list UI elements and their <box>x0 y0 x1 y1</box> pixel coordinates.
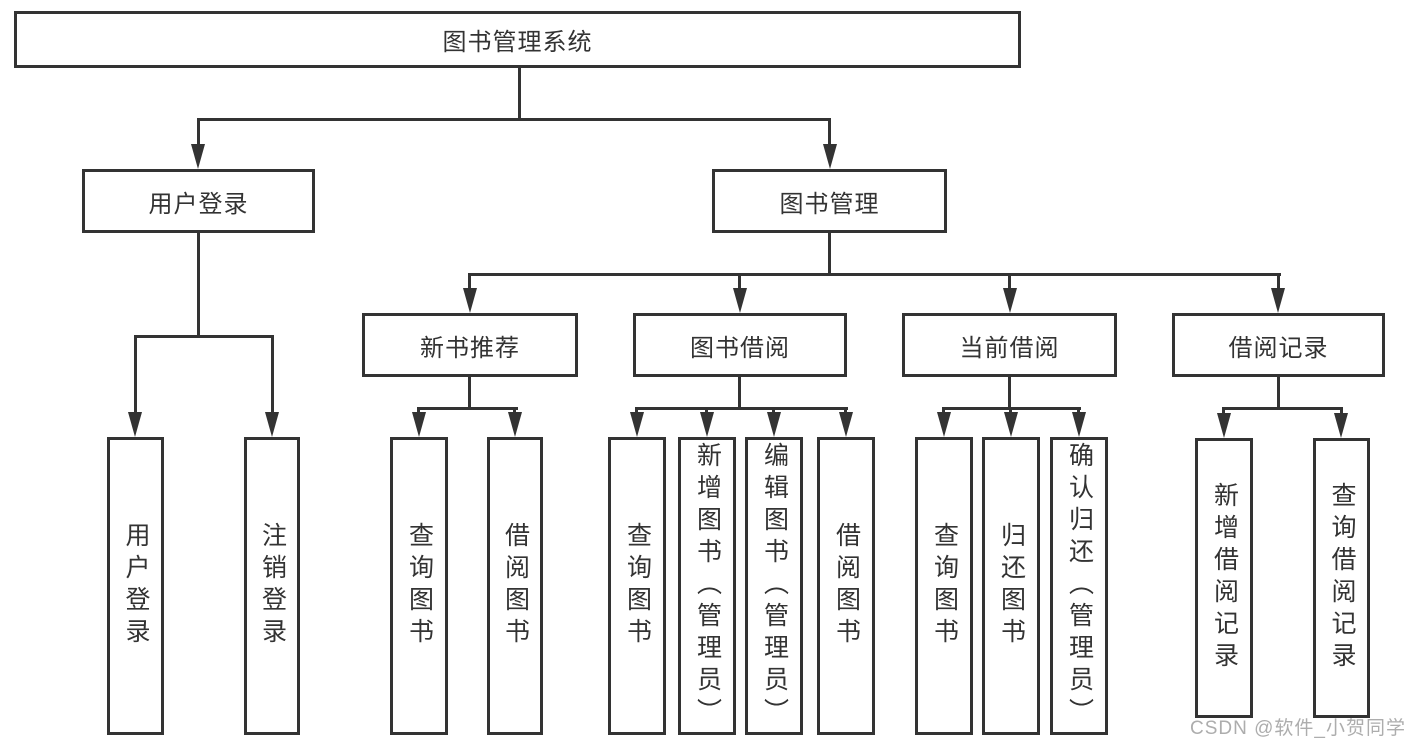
leaf-logout-label: 注销登录 <box>258 522 287 650</box>
node-library-system: 图书管理系统 <box>14 11 1021 68</box>
arrowhead-current-query <box>937 412 951 437</box>
leaf-borrow-query-books-label: 查询图书 <box>623 522 652 650</box>
connector-record-stem <box>1277 377 1280 409</box>
connector-userlogin-arm-1 <box>134 335 137 414</box>
leaf-newbook-query-books-label: 查询图书 <box>405 522 434 650</box>
node-library-system-label: 图书管理系统 <box>442 29 593 56</box>
leaf-current-return-books: 归还图书 <box>982 437 1040 735</box>
connector-bookmgmt-arm-3 <box>1008 273 1011 290</box>
arrowhead-newbook-query <box>412 412 426 437</box>
arrowhead-current-borrowing <box>1003 288 1017 313</box>
node-current-borrowing-label: 当前借阅 <box>959 334 1060 362</box>
connector-newbook-stem <box>468 377 471 409</box>
leaf-borrow-query-books: 查询图书 <box>608 437 666 735</box>
connector-record-arm-2 <box>1340 407 1343 417</box>
connector-bookmgmt-stem <box>828 233 831 275</box>
node-current-borrowing: 当前借阅 <box>902 313 1117 377</box>
connector-root-crossbar <box>197 118 831 121</box>
node-book-borrowing: 图书借阅 <box>633 313 847 377</box>
leaf-logout: 注销登录 <box>244 437 300 735</box>
leaf-borrow-edit-books-admin: 编辑图书（管理员） <box>745 437 803 735</box>
arrowhead-book-management <box>823 144 837 169</box>
connector-root-stem <box>518 68 521 120</box>
leaf-borrow-add-books-admin: 新增图书（管理员） <box>678 437 736 735</box>
leaf-borrow-add-books-admin-label: 新增图书（管理员） <box>693 442 722 730</box>
connector-newbook-crossbar <box>417 407 518 410</box>
arrowhead-borrow-query <box>630 412 644 437</box>
node-book-borrowing-label: 图书借阅 <box>690 334 790 362</box>
arrowhead-leaf-logout <box>265 412 279 437</box>
leaf-current-confirm-return-admin-label: 确认归还（管理员） <box>1065 442 1094 730</box>
leaf-record-add-record: 新增借阅记录 <box>1195 438 1253 718</box>
connector-userlogin-crossbar <box>134 335 274 338</box>
connector-bookmgmt-arm-4 <box>1277 273 1280 290</box>
arrowhead-borrowing-records <box>1271 288 1285 313</box>
leaf-newbook-borrow-books: 借阅图书 <box>487 437 543 735</box>
leaf-borrow-borrow-books-label: 借阅图书 <box>832 522 861 650</box>
leaf-record-add-record-label: 新增借阅记录 <box>1210 482 1239 674</box>
leaf-current-query-books-label: 查询图书 <box>930 522 959 650</box>
arrowhead-current-return <box>1004 412 1018 437</box>
connector-bookmgmt-arm-1 <box>468 273 471 290</box>
connector-current-stem <box>1008 377 1011 409</box>
connector-record-crossbar <box>1222 407 1343 410</box>
arrowhead-borrow-borrow <box>839 412 853 437</box>
connector-bookmgmt-arm-2 <box>738 273 741 290</box>
leaf-newbook-borrow-books-label: 借阅图书 <box>501 522 530 650</box>
node-user-login: 用户登录 <box>82 169 315 233</box>
leaf-newbook-query-books: 查询图书 <box>390 437 448 735</box>
arrowhead-record-add <box>1217 413 1231 438</box>
node-new-book-recommend-label: 新书推荐 <box>420 334 520 362</box>
leaf-current-query-books: 查询图书 <box>915 437 973 735</box>
leaf-record-query-record-label: 查询借阅记录 <box>1328 482 1356 674</box>
node-book-management-label: 图书管理 <box>779 190 880 218</box>
leaf-user-login-label: 用户登录 <box>122 522 150 650</box>
connector-root-arm-right <box>828 118 831 148</box>
connector-borrow-stem <box>738 377 741 409</box>
connector-root-arm-left <box>197 118 200 148</box>
leaf-borrow-borrow-books: 借阅图书 <box>817 437 875 735</box>
node-new-book-recommend: 新书推荐 <box>362 313 578 377</box>
connector-record-arm-1 <box>1222 407 1225 417</box>
arrowhead-newbook-borrow <box>508 412 522 437</box>
arrowhead-new-book-recommend <box>463 288 477 313</box>
csdn-watermark: CSDN @软件_小贺同学 <box>1190 718 1405 739</box>
arrowhead-borrow-add <box>700 412 714 437</box>
node-borrowing-records-label: 借阅记录 <box>1228 334 1329 362</box>
connector-borrow-crossbar <box>635 407 848 410</box>
arrowhead-leaf-user-login <box>128 412 142 437</box>
leaf-borrow-edit-books-admin-label: 编辑图书（管理员） <box>760 442 789 730</box>
leaf-current-confirm-return-admin: 确认归还（管理员） <box>1050 437 1108 735</box>
node-book-management: 图书管理 <box>712 169 947 233</box>
leaf-record-query-record: 查询借阅记录 <box>1313 438 1370 718</box>
node-user-login-label: 用户登录 <box>148 190 249 218</box>
connector-userlogin-arm-2 <box>271 335 274 414</box>
leaf-user-login: 用户登录 <box>107 437 164 735</box>
leaf-current-return-books-label: 归还图书 <box>997 522 1026 650</box>
arrowhead-borrow-edit <box>767 412 781 437</box>
connector-userlogin-stem <box>197 233 200 337</box>
arrowhead-current-confirm <box>1072 412 1086 437</box>
arrowhead-book-borrowing <box>733 288 747 313</box>
arrowhead-user-login <box>191 144 205 169</box>
arrowhead-record-query <box>1334 413 1348 438</box>
node-borrowing-records: 借阅记录 <box>1172 313 1385 377</box>
connector-bookmgmt-crossbar <box>468 273 1281 276</box>
